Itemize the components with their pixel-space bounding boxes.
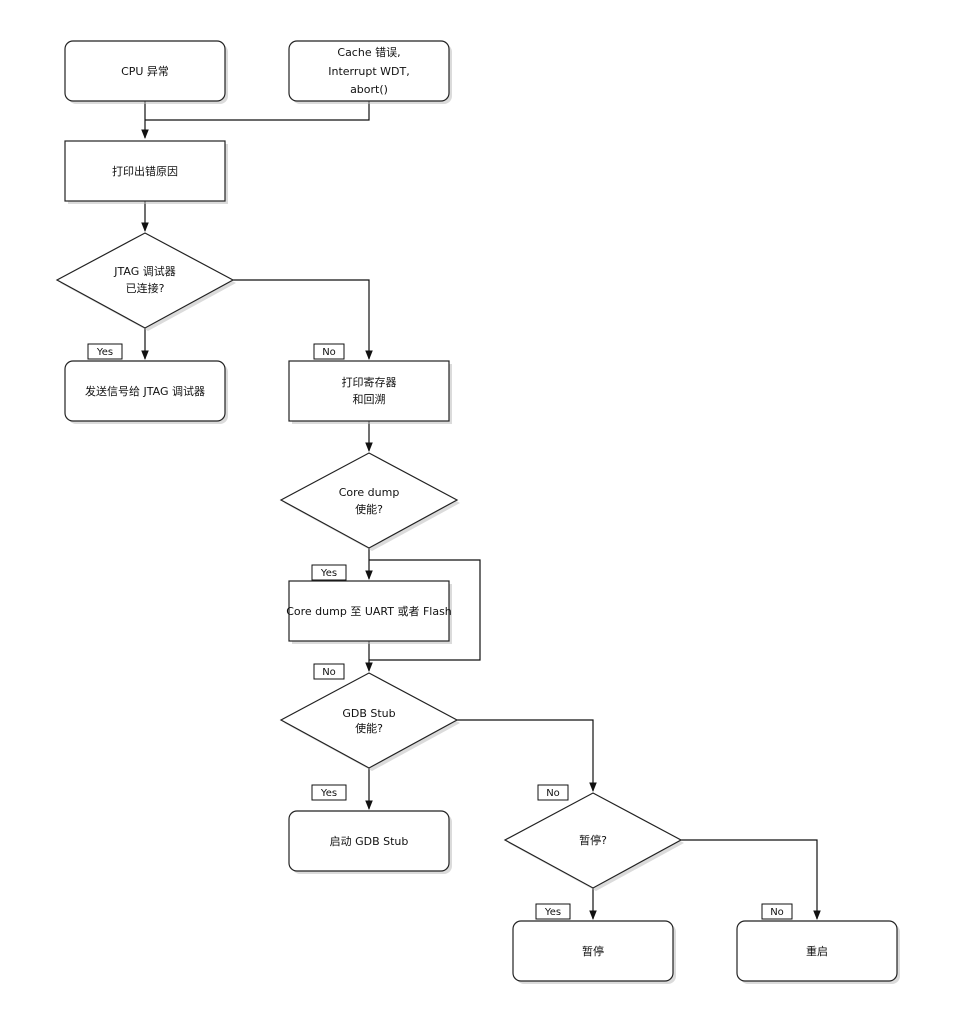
edge-label-gdb-no: No (537, 784, 569, 801)
edge-label-text: No (322, 347, 336, 358)
edge-label-text: Yes (96, 347, 113, 358)
edge-label-text: Yes (320, 568, 337, 579)
node-text: abort() (350, 83, 388, 96)
node-gdb-stub-enabled: GDB Stub 使能? (279, 672, 460, 771)
edge-label-text: No (770, 907, 784, 918)
edge-label-text: No (322, 667, 336, 678)
edge-gdb-no (457, 719, 597, 792)
nodes: CPU 异常 Cache 错误, Interrupt WDT, abort() … (55, 40, 900, 984)
node-text: 重启 (806, 944, 828, 958)
node-cpu-exception: CPU 异常 (64, 40, 228, 104)
node-text: 已连接? (126, 282, 165, 295)
node-reboot: 重启 (736, 920, 900, 984)
node-text: 暂停? (579, 833, 607, 847)
node-text: 启动 GDB Stub (330, 835, 409, 848)
node-text: GDB Stub (342, 707, 395, 720)
edge-jtag-no (233, 279, 373, 360)
edges (141, 100, 821, 920)
node-print-reason: 打印出错原因 (64, 140, 228, 204)
node-text: 发送信号给 JTAG 调试器 (85, 384, 205, 398)
edge-labels: Yes No Yes No Yes No Yes No (87, 343, 793, 920)
node-start-gdb-stub: 启动 GDB Stub (288, 810, 452, 874)
edge-label-text: Yes (320, 788, 337, 799)
node-text: 和回溯 (353, 393, 386, 406)
node-core-dump-enabled: Core dump 使能? (279, 452, 460, 551)
node-core-dump-to: Core dump 至 UART 或者 Flash (286, 580, 452, 644)
edge-coredump-bypass (369, 559, 481, 661)
node-text: Core dump 至 UART 或者 Flash (286, 605, 452, 618)
edge-halt-no (681, 839, 821, 920)
edge-errors-to-print (145, 100, 370, 121)
edge-label-coredump-no: No (313, 663, 345, 680)
node-halt: 暂停 (512, 920, 676, 984)
node-text: JTAG 调试器 (113, 265, 175, 278)
node-text: Interrupt WDT, (328, 65, 409, 78)
node-other-errors: Cache 错误, Interrupt WDT, abort() (288, 40, 452, 104)
node-jtag-connected: JTAG 调试器 已连接? (55, 232, 236, 331)
node-text: 打印出错原因 (112, 164, 178, 178)
edge-label-halt-no: No (761, 903, 793, 920)
node-print-registers: 打印寄存器 和回溯 (288, 360, 452, 424)
edge-label-text: Yes (544, 907, 561, 918)
edge-label-jtag-no: No (313, 343, 345, 360)
node-text: 使能? (355, 502, 383, 516)
node-send-signal: 发送信号给 JTAG 调试器 (64, 360, 228, 424)
edge-label-jtag-yes: Yes (87, 343, 123, 360)
edge-label-halt-yes: Yes (535, 903, 571, 920)
node-text: Cache 错误, (337, 45, 400, 59)
edge-label-gdb-yes: Yes (311, 784, 347, 801)
node-text: CPU 异常 (121, 65, 169, 78)
node-text: 使能? (355, 721, 383, 735)
edge-label-coredump-yes: Yes (311, 564, 347, 581)
node-halt-question: 暂停? (503, 792, 684, 891)
node-text: 暂停 (582, 944, 604, 958)
node-text: Core dump (339, 486, 400, 499)
node-text: 打印寄存器 (342, 375, 397, 389)
edge-label-text: No (546, 788, 560, 799)
